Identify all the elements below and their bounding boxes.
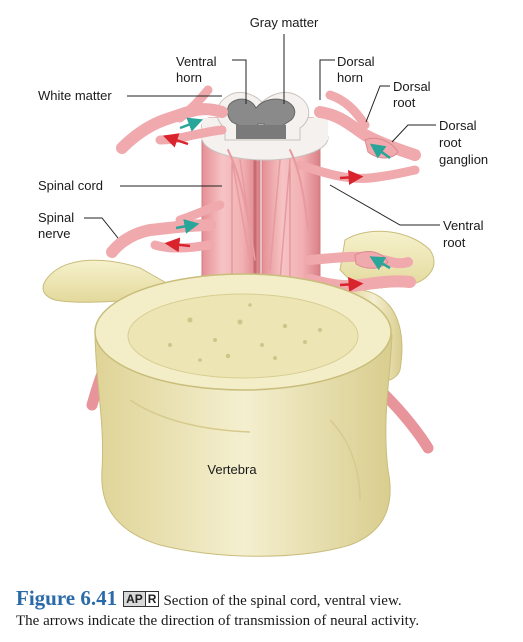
lower-nerve-right xyxy=(379,389,434,454)
label-ventral-root: Ventral root xyxy=(443,218,487,250)
label-spinal-nerve: Spinal nerve xyxy=(38,210,78,241)
vertebra xyxy=(94,273,393,557)
leader-ventral-root xyxy=(329,184,440,226)
leader-dorsal-root-ganglion xyxy=(391,124,436,143)
upper-nerve-left xyxy=(116,103,228,154)
motor-arrow-lower-right xyxy=(339,276,364,292)
apr-badge-ap: AP xyxy=(124,592,145,606)
caption-line-1: Section of the spinal cord, ventral view… xyxy=(163,593,402,609)
leader-spinal-nerve xyxy=(84,217,119,239)
label-spinal-cord: Spinal cord xyxy=(38,178,103,193)
sensory-arrow-upper-left xyxy=(179,117,204,132)
motor-arrow-upper-left xyxy=(162,133,189,148)
label-white-matter: White matter xyxy=(38,88,112,103)
apr-badge-r: R xyxy=(144,592,159,606)
label-dorsal-root: Dorsal root xyxy=(393,79,434,110)
leader-dorsal-horn xyxy=(319,59,335,100)
spinal-cord-diagram: Gray matter Ventral horn Dorsal horn Whi… xyxy=(38,15,488,557)
caption-line-2: The arrows indicate the direction of tra… xyxy=(16,613,420,629)
label-ventral-horn: Ventral horn xyxy=(176,54,220,85)
cord-cross-section xyxy=(201,92,329,161)
label-dorsal-horn: Dorsal horn xyxy=(337,54,378,85)
motor-arrow-upper-right xyxy=(339,169,364,185)
upper-nerve-right xyxy=(314,106,421,161)
sensory-arrow-lower-left xyxy=(175,219,200,234)
leader-lines xyxy=(84,34,440,239)
leader-ventral-horn xyxy=(232,59,247,104)
label-gray-matter: Gray matter xyxy=(250,15,319,30)
vertebra-body-side xyxy=(94,329,393,557)
ventral-root-fibers xyxy=(295,160,420,183)
label-dorsal-root-ganglion: Dorsal root ganglion xyxy=(439,118,488,167)
label-vertebra: Vertebra xyxy=(207,462,257,477)
motor-arrow-lower-left xyxy=(164,237,191,253)
sensory-arrow-lower-right xyxy=(369,256,391,271)
labels: Gray matter Ventral horn Dorsal horn Whi… xyxy=(38,15,488,477)
leader-dorsal-root xyxy=(365,85,390,123)
figure-number: Figure 6.41 xyxy=(16,586,118,610)
signal-arrows xyxy=(162,117,391,292)
sensory-arrow-upper-right xyxy=(369,143,391,160)
